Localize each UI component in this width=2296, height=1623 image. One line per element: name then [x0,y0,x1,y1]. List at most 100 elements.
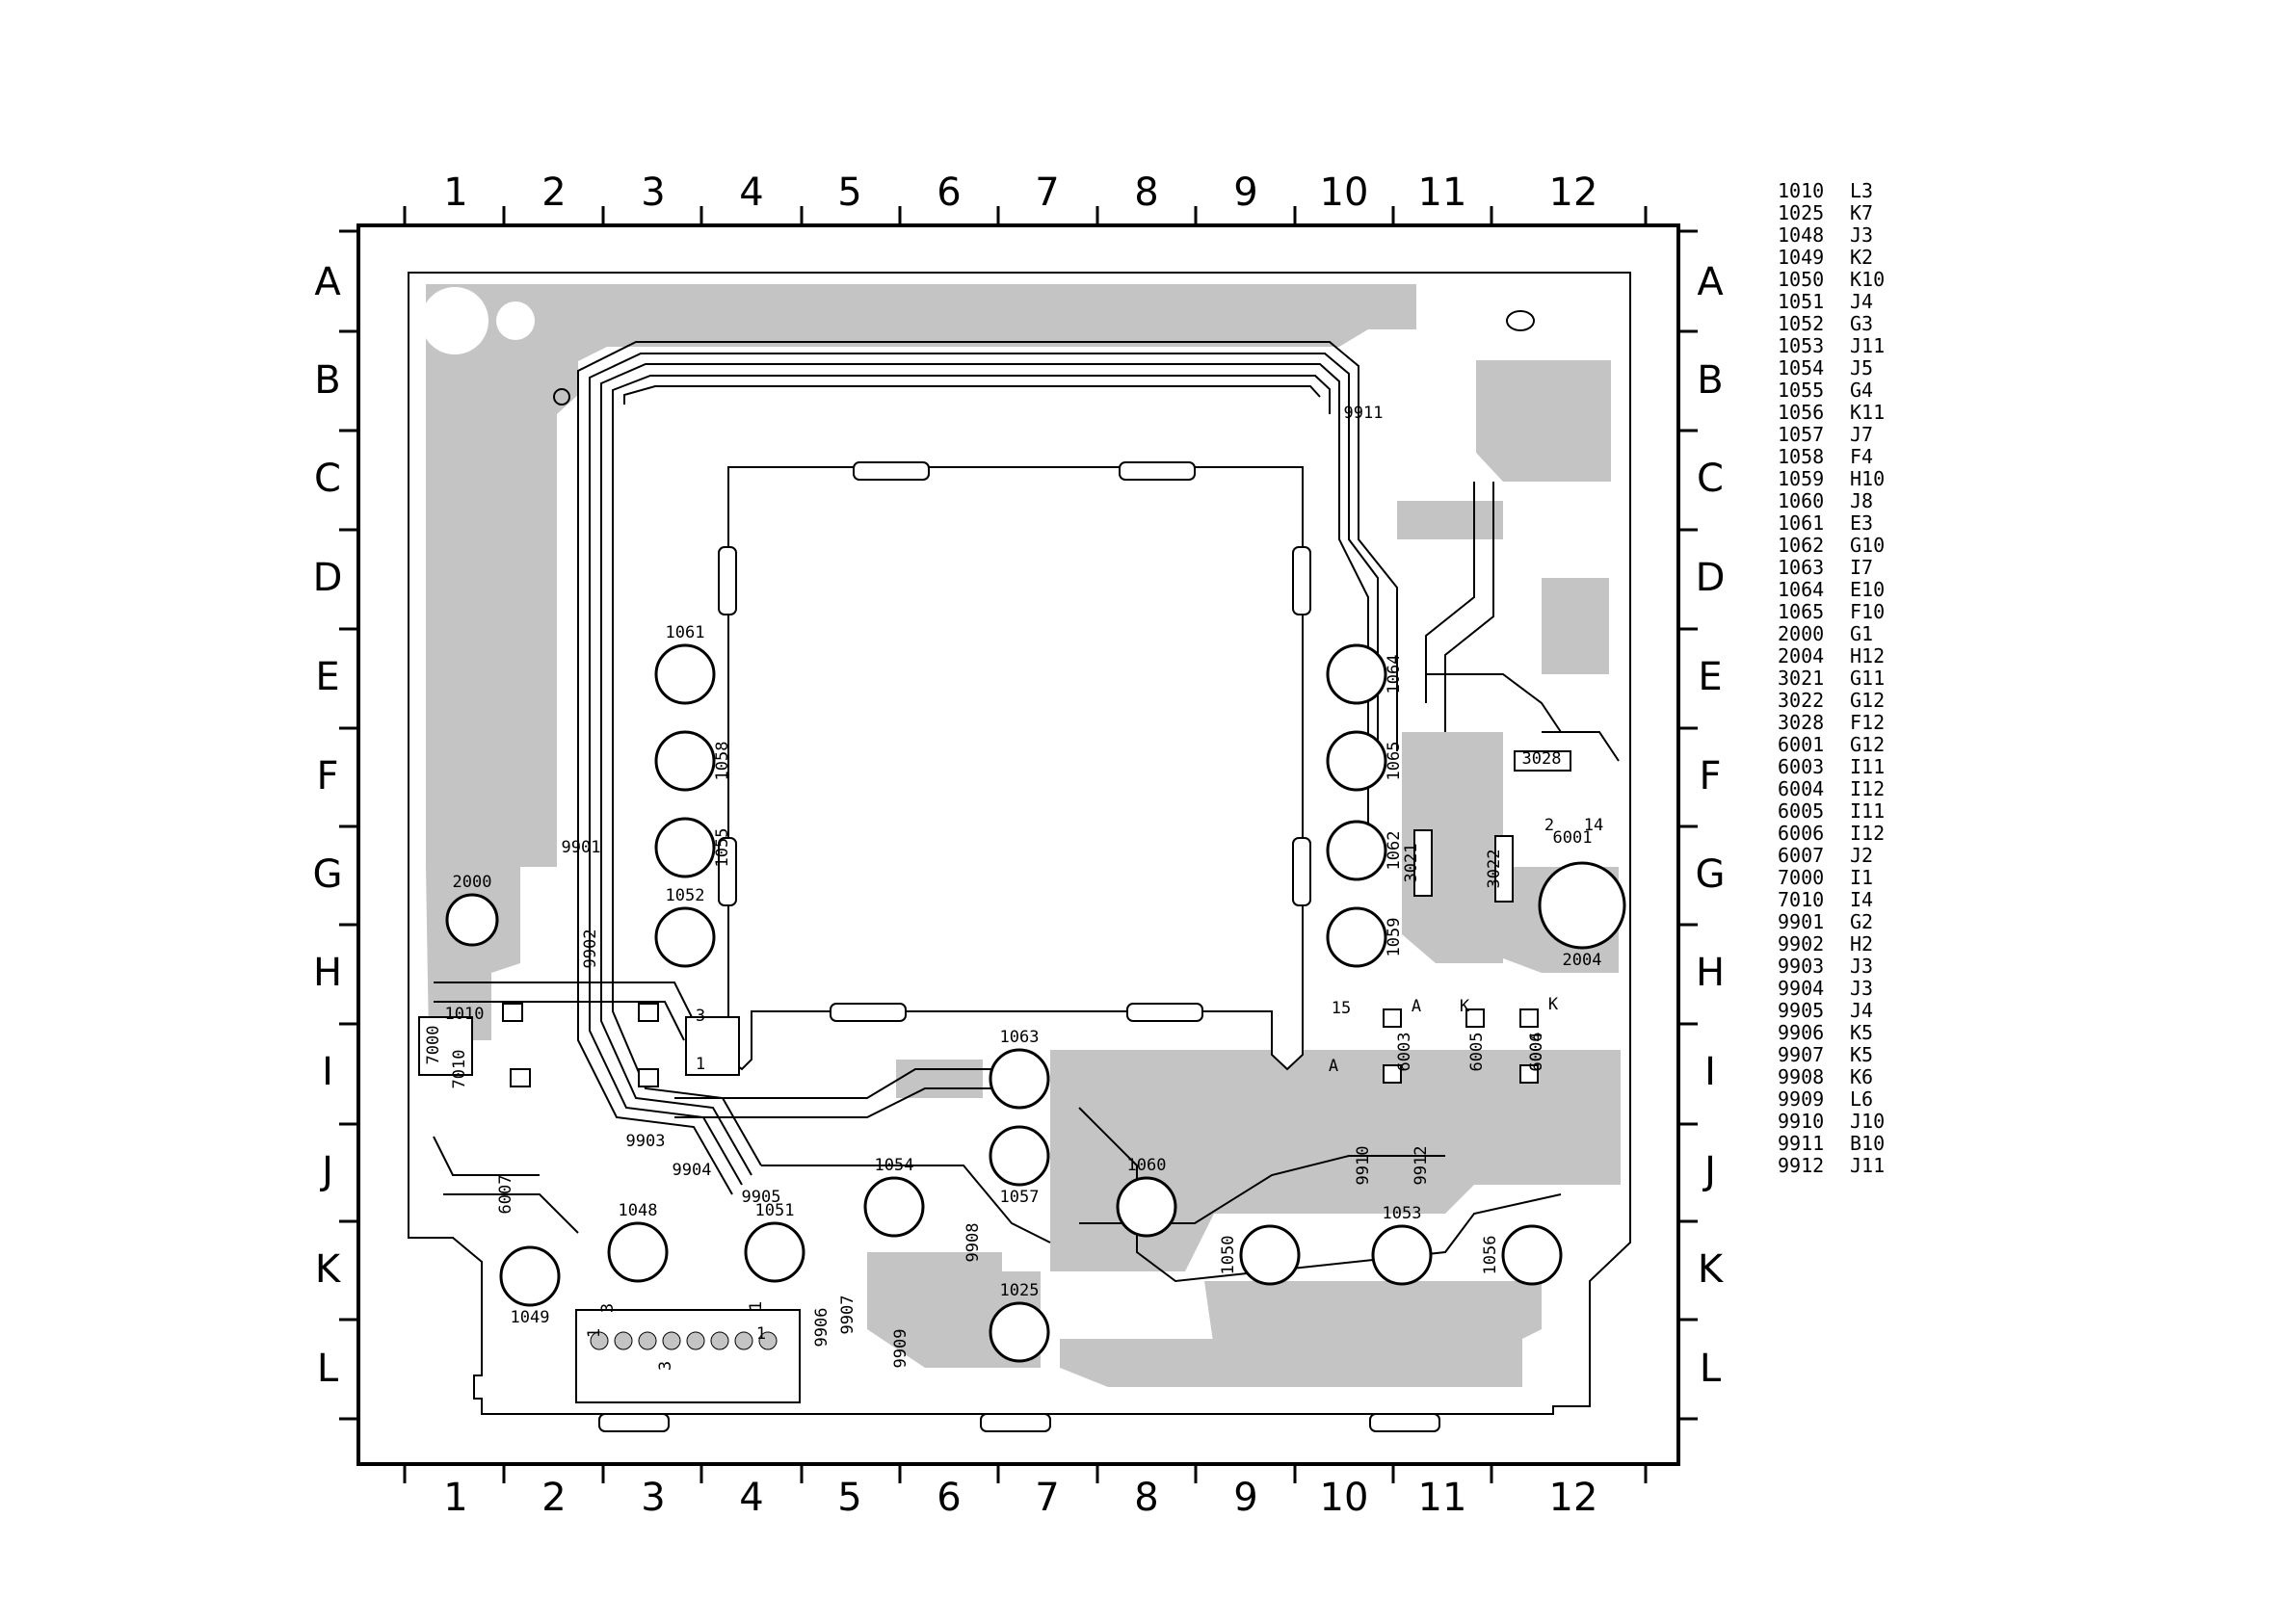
component-label: 1050 [1219,1236,1238,1275]
reference-id: 1056 [1778,401,1824,424]
grid-col-top-6: 6 [937,170,961,215]
grid-row-right-F: F [1699,754,1721,798]
grid-row-left-F: F [316,754,338,798]
grid-row-left-L: L [317,1347,339,1391]
component-2004: 2004 [1538,861,1626,970]
reference-location: G12 [1850,733,1885,756]
label-9910: 9910 [1354,1146,1373,1186]
grid-row-right-C: C [1697,457,1724,501]
grid-col-top-9: 9 [1233,170,1257,215]
reference-location: F4 [1850,445,1873,468]
component-1060: 1060 [1116,1156,1177,1238]
grid-col-top-12: 12 [1549,170,1598,215]
component-label: 1064 [1385,655,1404,694]
label-9902: 9902 [581,929,600,969]
component-label: 2004 [1563,951,1602,970]
display-window [727,466,1304,1071]
holes [421,287,1535,612]
label-9907: 9907 [838,1296,858,1335]
component-label: 1051 [755,1201,795,1220]
label-1: 1 [585,1328,604,1338]
reference-location: J3 [1850,955,1873,978]
component-1049: 1049 [499,1245,561,1327]
component-label: 1062 [1385,831,1404,871]
label-A: A [1412,997,1421,1016]
component-1061: 1061 [654,623,716,705]
component-label: 1061 [666,623,705,642]
reference-id: 1025 [1778,201,1824,224]
reference-location: G2 [1850,910,1873,933]
grid-col-bottom-7: 7 [1035,1476,1059,1520]
component-label: 1053 [1383,1204,1422,1223]
reference-location: K11 [1850,401,1885,424]
component-label: 1060 [1127,1156,1167,1175]
reference-id: 3021 [1778,667,1824,690]
reference-id: 3022 [1778,689,1824,712]
reference-location: I11 [1850,755,1885,778]
reference-id: 9901 [1778,910,1824,933]
grid-col-top-11: 11 [1418,170,1467,215]
reference-id: 6007 [1778,844,1824,867]
component-label: 1052 [666,886,705,905]
component-label: 1063 [1000,1028,1040,1047]
grid-row-right-G: G [1696,852,1726,897]
reference-location: J2 [1850,844,1873,867]
reference-location: G12 [1850,689,1885,712]
label-6004: 6004 [1527,1033,1546,1072]
reference-id: 9902 [1778,932,1824,955]
reference-location: H12 [1850,644,1885,668]
label-K: K [1548,995,1559,1014]
grid-row-right-K: K [1698,1247,1725,1292]
reference-location: L6 [1850,1087,1873,1111]
label-6006: 6006 [1527,1033,1546,1072]
grid-row-right-E: E [1698,655,1722,699]
reference-location: I12 [1850,822,1885,845]
grid-row-left-G: G [313,852,343,897]
reference-id: 1062 [1778,534,1824,557]
component-1050: 1050 [1219,1224,1301,1286]
reference-id: 1061 [1778,511,1824,535]
component-1063: 1063 [989,1028,1050,1110]
reference-location: K6 [1850,1065,1873,1088]
reference-location: H10 [1850,467,1885,490]
reference-location: E10 [1850,578,1885,601]
grid-col-top-1: 1 [443,170,467,215]
label-9904: 9904 [673,1161,712,1180]
reference-id: 6004 [1778,777,1824,800]
grid-col-top-8: 8 [1134,170,1158,215]
component-1065: 1065 [1326,730,1404,792]
label-2: 2 [1544,816,1554,835]
label-3021: 3021 [1402,844,1421,883]
reference-id: 1053 [1778,334,1824,357]
reference-id: 6005 [1778,799,1824,823]
grid-row-right-J: J [1702,1149,1716,1193]
reference-location: K7 [1850,201,1873,224]
grid-col-bottom-3: 3 [641,1476,665,1520]
reference-location: K10 [1850,268,1885,291]
clip-tabs [598,461,1440,1432]
reference-id: 1055 [1778,379,1824,402]
reference-location: K5 [1850,1043,1873,1066]
component-2000: 2000 [445,873,499,947]
reference-id: 1058 [1778,445,1824,468]
component-1054: 1054 [863,1156,925,1238]
reference-id: 1060 [1778,489,1824,512]
grid-col-bottom-10: 10 [1320,1476,1369,1520]
reference-location: L3 [1850,179,1873,202]
label-9911: 9911 [1344,404,1384,423]
grid-row-right-L: L [1700,1347,1722,1391]
reference-location: J11 [1850,334,1885,357]
reference-id: 2000 [1778,622,1824,645]
reference-location: J4 [1850,290,1873,313]
component-label: 1025 [1000,1281,1040,1300]
component-1058: 1058 [654,730,732,792]
component-label: 1054 [875,1156,914,1175]
part-outlines [418,750,1571,1403]
label-1010: 1010 [445,1005,485,1024]
reference-location: H2 [1850,932,1873,955]
label-9903: 9903 [626,1132,666,1151]
label-6007: 6007 [496,1175,515,1215]
reference-location: K2 [1850,246,1873,269]
